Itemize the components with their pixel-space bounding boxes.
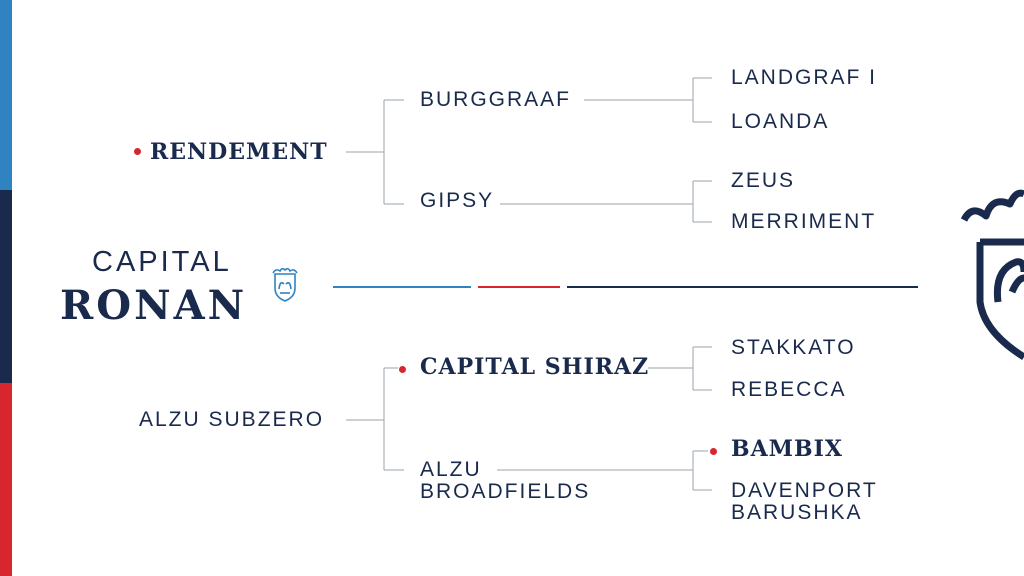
dam-dam-sire-name: BAMBIX (731, 436, 843, 462)
dam-dam-dam-name: DAVENPORT BARUSHKA (731, 479, 878, 524)
sire-dam-dam-name: MERRIMENT (731, 210, 877, 233)
highlight-dot-rendement (134, 148, 141, 155)
accent-stripe-red (0, 383, 12, 576)
crest-watermark-icon (960, 189, 1024, 360)
sire-dam-sire-name: ZEUS (731, 169, 796, 192)
highlight-dot-bambix (710, 448, 717, 455)
dam-sire-dam-name: REBECCA (731, 378, 847, 401)
sire-sire-name: BURGGRAAF (420, 88, 572, 111)
dam-dam-name: ALZU BROADFIELDS (420, 458, 591, 503)
accent-stripe-blue (0, 0, 12, 190)
highlight-dot-capital-shiraz (399, 366, 406, 373)
accent-stripe-navy (0, 190, 12, 383)
dam-sire-name: CAPITAL SHIRAZ (420, 354, 650, 380)
horse-name-line2: RONAN (60, 282, 248, 329)
crest-icon (272, 267, 298, 302)
dam-sire-sire-name: STAKKATO (731, 336, 856, 359)
dam-name: ALZU SUBZERO (139, 408, 325, 431)
sire-sire-sire-name: LANDGRAF I (731, 66, 878, 89)
sire-dam-name: GIPSY (420, 189, 495, 212)
horse-name-line1: CAPITAL (92, 246, 232, 278)
sire-sire-dam-name: LOANDA (731, 110, 830, 133)
sire-name: RENDEMENT (150, 139, 328, 165)
